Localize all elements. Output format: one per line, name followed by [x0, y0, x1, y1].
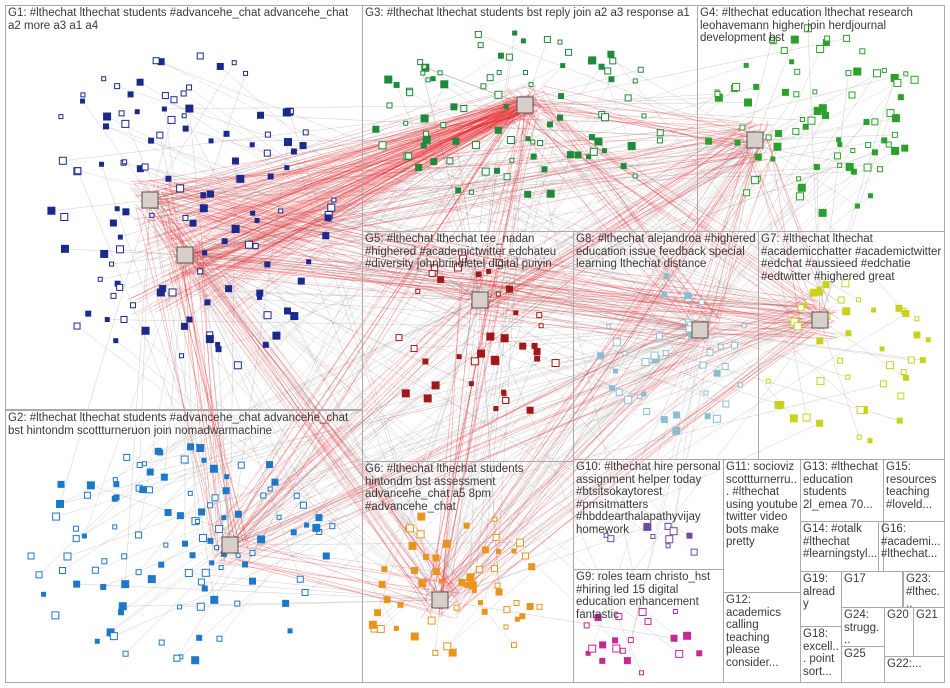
- group-box-g15: G15: resources teaching #loveld...: [883, 459, 945, 522]
- group-label-g22: G22:...: [887, 658, 942, 671]
- group-label-g10: G10: #lthechat hire personal assignment …: [576, 461, 721, 536]
- group-label-g9: G9: roles team christo_hst #hiring led 1…: [576, 571, 721, 621]
- group-box-g18: G18: excell... point sort...: [800, 626, 842, 683]
- group-box-g6: G6: #lthechat lthechat students hintondm…: [362, 461, 574, 683]
- group-box-g25: G25: [841, 646, 885, 683]
- group-label-g19: G19: already: [803, 573, 839, 611]
- group-box-g1: G1: #lthechat lthechat students #advance…: [5, 5, 363, 410]
- group-label-g17: G17: [844, 573, 900, 586]
- group-box-g16: G16: #academi... #lthechat...: [878, 521, 945, 572]
- group-label-g3: G3: #lthechat lthechat students bst repl…: [365, 7, 695, 20]
- group-label-g11: G11: socioviz scottturnerru... #lthechat…: [726, 461, 798, 549]
- group-label-g21: G21: [916, 609, 942, 622]
- group-label-g1: G1: #lthechat lthechat students #advance…: [8, 7, 360, 32]
- group-label-g6: G6: #lthechat lthechat students hintondm…: [365, 463, 571, 513]
- group-box-g8: G8: #lthechat alejandroa #highered educa…: [573, 231, 759, 460]
- group-label-g25: G25: [844, 648, 882, 661]
- group-box-g7: G7: #lthechat lthechat #academicchatter …: [758, 231, 945, 460]
- group-box-g5: G5: #lthechat lthechat tee_nadan #higher…: [362, 231, 574, 462]
- group-box-g21: G21: [913, 607, 945, 657]
- group-label-g5: G5: #lthechat lthechat tee_nadan #higher…: [365, 233, 571, 271]
- group-box-g11: G11: socioviz scottturnerru... #lthechat…: [723, 459, 801, 593]
- group-box-g19: G19: already: [800, 571, 842, 627]
- group-label-g8: G8: #lthechat alejandroa #highered educa…: [576, 233, 756, 271]
- group-label-g14: G14: #otalk #lthechat #learningstyl...: [803, 523, 881, 561]
- group-box-g14: G14: #otalk #lthechat #learningstyl...: [800, 521, 884, 572]
- group-label-g15: G15: resources teaching #loveld...: [886, 461, 942, 511]
- group-box-g23: G23: #lthec...: [903, 571, 945, 608]
- group-label-g7: G7: #lthechat lthechat #academicchatter …: [761, 233, 942, 283]
- group-box-g20: G20: [884, 607, 914, 657]
- group-box-g9: G9: roles team christo_hst #hiring led 1…: [573, 569, 724, 683]
- group-box-g22: G22:...: [884, 656, 945, 683]
- group-label-g18: G18: excell... point sort...: [803, 628, 839, 678]
- group-label-g4: G4: #lthechat education lthechat researc…: [700, 7, 942, 45]
- group-label-g24: G24: strugg...: [844, 609, 882, 647]
- group-label-g13: G13: #lthechat education students 2l_eme…: [803, 461, 881, 511]
- group-label-g16: G16: #academi... #lthechat...: [881, 523, 942, 561]
- group-box-g17: G17: [841, 571, 903, 608]
- group-box-g24: G24: strugg...: [841, 607, 885, 647]
- group-box-g13: G13: #lthechat education students 2l_eme…: [800, 459, 884, 522]
- group-box-g10: G10: #lthechat hire personal assignment …: [573, 459, 724, 570]
- group-box-g3: G3: #lthechat lthechat students bst repl…: [362, 5, 698, 232]
- group-label-g2: G2: #lthechat lthechat students #advance…: [8, 412, 360, 437]
- group-box-g2: G2: #lthechat lthechat students #advance…: [5, 410, 363, 683]
- group-label-g23: G23: #lthec...: [906, 573, 942, 611]
- group-box-g12: G12: academics calling teaching please c…: [723, 592, 801, 683]
- group-label-g12: G12: academics calling teaching please c…: [726, 594, 798, 669]
- group-label-g20: G20: [887, 609, 911, 622]
- group-box-g4: G4: #lthechat education lthechat researc…: [697, 5, 945, 232]
